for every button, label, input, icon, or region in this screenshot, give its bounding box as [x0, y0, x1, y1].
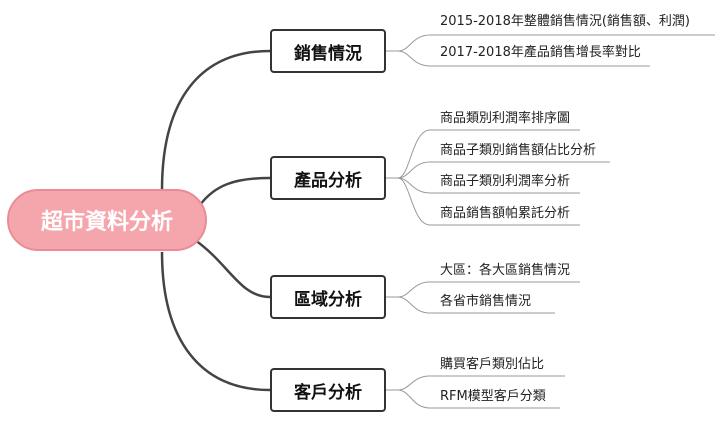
connector-customer [160, 251, 271, 392]
leaf-node[interactable]: 各省市銷售情況 [440, 294, 532, 309]
leaf-node[interactable]: 購買客戶類別佔比 [440, 357, 545, 372]
leaf-node[interactable]: 2017-2018年產品銷售增長率對比 [440, 45, 641, 60]
branch-sales[interactable]: 銷售情況 [270, 29, 386, 73]
root-node[interactable]: 超市資料分析 [7, 189, 207, 251]
connector-sales [160, 49, 271, 191]
leaf-node[interactable]: 商品類別利潤率排序圖 [440, 111, 571, 126]
branch-region[interactable]: 區域分析 [270, 275, 386, 319]
leaf-node[interactable]: 大區：各大區銷售情況 [440, 263, 571, 278]
leaf-node[interactable]: 商品銷售額帕累託分析 [440, 206, 571, 221]
root-connectors [160, 49, 271, 392]
leaf-node[interactable]: 2015-2018年整體銷售情況(銷售額、利潤) [440, 14, 691, 29]
leaf-node[interactable]: RFM模型客戶分類 [440, 389, 546, 404]
connector-region [194, 238, 271, 299]
leaf-node[interactable]: 商品子類別銷售額佔比分析 [440, 143, 597, 158]
connector-product [199, 176, 271, 206]
leaf-connectors [386, 34, 715, 409]
branch-customer[interactable]: 客戶分析 [270, 368, 386, 412]
branch-product[interactable]: 產品分析 [270, 156, 386, 200]
leaf-node[interactable]: 商品子類別利潤率分析 [440, 174, 571, 189]
